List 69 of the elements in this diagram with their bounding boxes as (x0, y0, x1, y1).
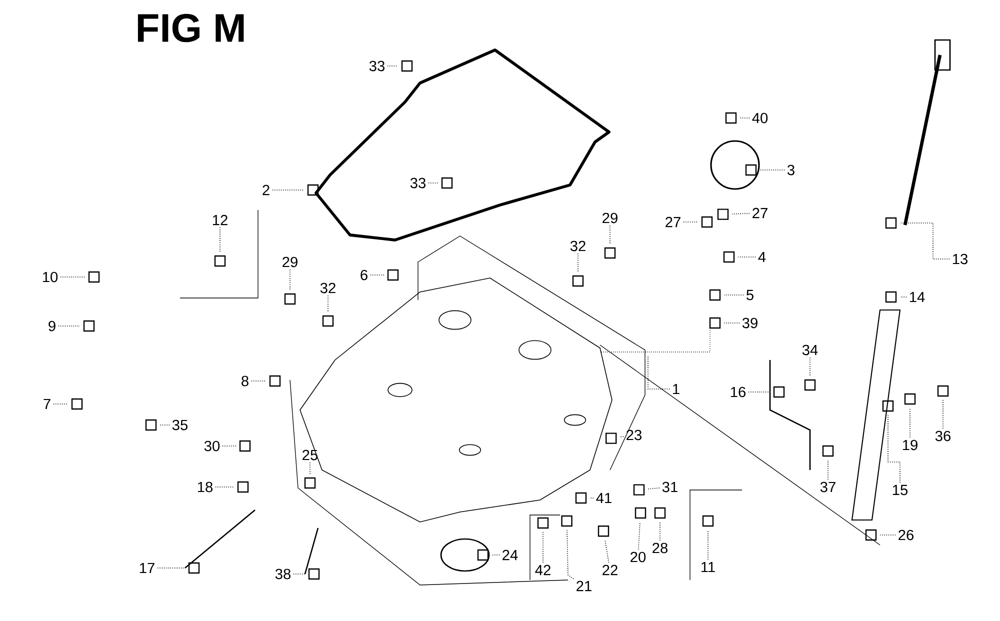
callout-number: 33 (369, 60, 384, 72)
callout-number: 17 (140, 562, 154, 574)
callout-number: 32 (570, 240, 586, 252)
leader-line (492, 554, 500, 556)
callout-number: 37 (820, 482, 836, 492)
figure-title: FIG M (138, 14, 244, 42)
callout-number: 41 (596, 492, 612, 504)
leader-line (60, 276, 86, 278)
leader-line (160, 424, 170, 426)
callout-number: 21 (576, 580, 592, 592)
callout-number: 33 (410, 178, 426, 188)
leader-line (732, 212, 750, 214)
callout-number: 3 (788, 164, 794, 176)
callout-number: 10 (42, 272, 58, 282)
callout-number: 15 (892, 484, 908, 496)
callout-number: 35 (172, 420, 188, 430)
callout-number: 22 (602, 564, 618, 576)
callout-number: 9 (48, 320, 56, 332)
callout-number: 14 (910, 292, 925, 302)
callout-number: 30 (204, 440, 220, 452)
callout-number: 31 (662, 482, 678, 492)
leader-line (620, 436, 624, 438)
leader-line (542, 532, 544, 563)
leader-line (724, 294, 744, 296)
callout-number: 24 (502, 550, 518, 560)
leader-line (648, 356, 670, 390)
callout-number: 38 (275, 568, 291, 580)
callout-number: 29 (602, 212, 618, 224)
callout-number: 13 (952, 254, 968, 264)
leader-line (724, 322, 740, 324)
leader-line (604, 540, 610, 563)
leader-line (738, 256, 756, 258)
callout-number: 36 (935, 430, 950, 442)
leader-line (880, 534, 896, 536)
leader-line (888, 414, 900, 483)
leader-line (900, 222, 950, 260)
callout-number: 29 (282, 256, 298, 268)
callout-number: 20 (630, 552, 646, 562)
callout-number: 11 (702, 562, 715, 572)
callout-number: 40 (752, 112, 768, 124)
callout-number: 39 (742, 318, 758, 328)
leader-line (215, 486, 234, 488)
callout-number: 6 (360, 270, 368, 280)
leader-line (648, 488, 660, 490)
callout-number: 27 (666, 216, 680, 228)
leader-line (566, 530, 574, 580)
callout-number: 5 (746, 290, 754, 300)
leader-line (250, 380, 266, 382)
callout-number: 32 (320, 282, 336, 294)
leader-line (942, 400, 944, 429)
callout-number: 12 (212, 214, 228, 226)
callout-number: 19 (902, 440, 918, 450)
callout-number: 8 (242, 376, 248, 386)
callout-number: 23 (626, 430, 642, 440)
callout-number: 26 (898, 530, 914, 540)
leader-line (638, 522, 640, 550)
callout-number: 28 (652, 542, 668, 554)
callout-number: 7 (44, 398, 50, 410)
callout-number: 27 (752, 208, 768, 218)
callout-number: 2 (262, 184, 270, 196)
callout-number: 42 (535, 564, 550, 576)
callout-number: 34 (802, 344, 818, 356)
leader-line (900, 296, 907, 298)
callout-number: 4 (758, 252, 766, 262)
callout-number: 16 (730, 386, 746, 398)
leader-line (370, 274, 384, 276)
callout-number: 18 (198, 482, 213, 492)
leader-line (428, 182, 438, 184)
callout-number: 1 (673, 384, 680, 394)
